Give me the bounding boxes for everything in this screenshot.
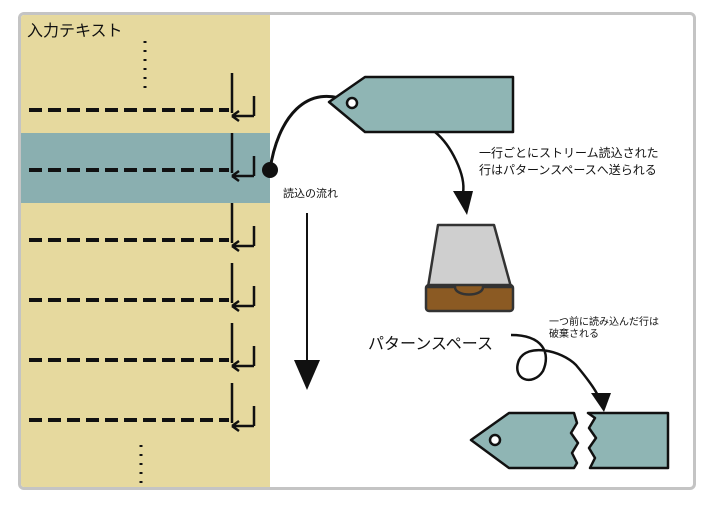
diagram-frame: 入力テキスト (18, 12, 696, 490)
tag-right-piece (586, 411, 670, 470)
text-line (29, 383, 256, 433)
text-line (29, 133, 278, 183)
input-text-column (21, 15, 270, 487)
read-flow-label: 読込の流れ (283, 187, 338, 200)
read-flow-arrow (294, 213, 320, 390)
pattern-space-label: パターンスペース (368, 334, 493, 353)
discard-arrow (510, 333, 611, 412)
line-tag (327, 75, 515, 134)
newline-mark (230, 73, 256, 123)
newline-mark (230, 133, 256, 183)
newline-mark (230, 263, 256, 313)
to-pattern-space-arrow (434, 131, 473, 215)
tag-hole (345, 96, 359, 110)
text-line (29, 203, 256, 253)
tag-hole (488, 433, 502, 447)
input-text-title: 入力テキスト (27, 21, 123, 40)
pattern-space-tray (424, 223, 515, 313)
discard-caption-line: 破棄される (549, 329, 599, 340)
newline-mark (230, 203, 256, 253)
discard-caption: 一つ前に読み込んだ行は 破棄される (549, 317, 659, 341)
text-line (29, 323, 256, 373)
discard-caption-line: 一つ前に読み込んだ行は (549, 317, 659, 328)
tag-caption-line: 一行ごとにストリーム読込された (479, 146, 659, 160)
newline-mark (230, 383, 256, 433)
discarded-tag (469, 411, 670, 470)
tag-caption: 一行ごとにストリーム読込された 行はパターンスペースへ送られる (479, 145, 659, 179)
text-line (29, 73, 256, 123)
tag-caption-line: 行はパターンスペースへ送られる (479, 163, 657, 177)
text-line (29, 263, 256, 313)
newline-mark (230, 323, 256, 373)
tag-left-piece (469, 411, 580, 470)
sed-flow-diagram (29, 41, 670, 485)
